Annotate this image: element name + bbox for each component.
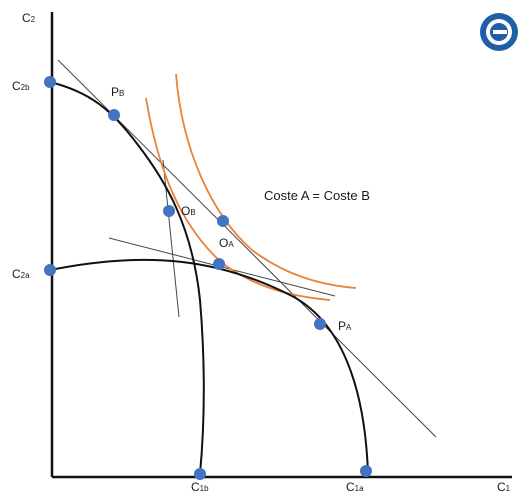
point-c1b — [194, 468, 206, 480]
point-c2a — [44, 264, 56, 276]
iso-curve-outer — [175, 73, 357, 289]
point-pb — [108, 109, 120, 121]
label-ob: OB — [181, 204, 196, 218]
frontier-curves — [49, 81, 369, 475]
tangent-line-ob — [162, 159, 180, 318]
point-pa — [314, 318, 326, 330]
label-c2a: C2a — [12, 267, 30, 281]
label-c2b: C2b — [12, 79, 30, 93]
logo-icon — [480, 13, 518, 51]
point-oa — [213, 258, 225, 270]
iso-curves — [145, 73, 357, 301]
frontier-a — [49, 258, 369, 475]
axes — [50, 12, 512, 479]
point-c2b — [44, 76, 56, 88]
label-c1a: C1a — [346, 480, 364, 493]
y-axis-label: C2 — [22, 11, 36, 25]
frontier-b — [49, 81, 205, 475]
x-axis-label: C1 — [497, 480, 511, 493]
label-oa: OA — [219, 236, 234, 250]
point-oa-top — [217, 215, 229, 227]
label-pb: PB — [111, 85, 124, 99]
label-pa: PA — [338, 319, 352, 333]
point-ob — [163, 205, 175, 217]
points — [44, 76, 372, 480]
cost-caption: Coste A = Coste B — [264, 188, 370, 203]
point-c1a — [360, 465, 372, 477]
label-c1b: C1b — [191, 480, 209, 493]
